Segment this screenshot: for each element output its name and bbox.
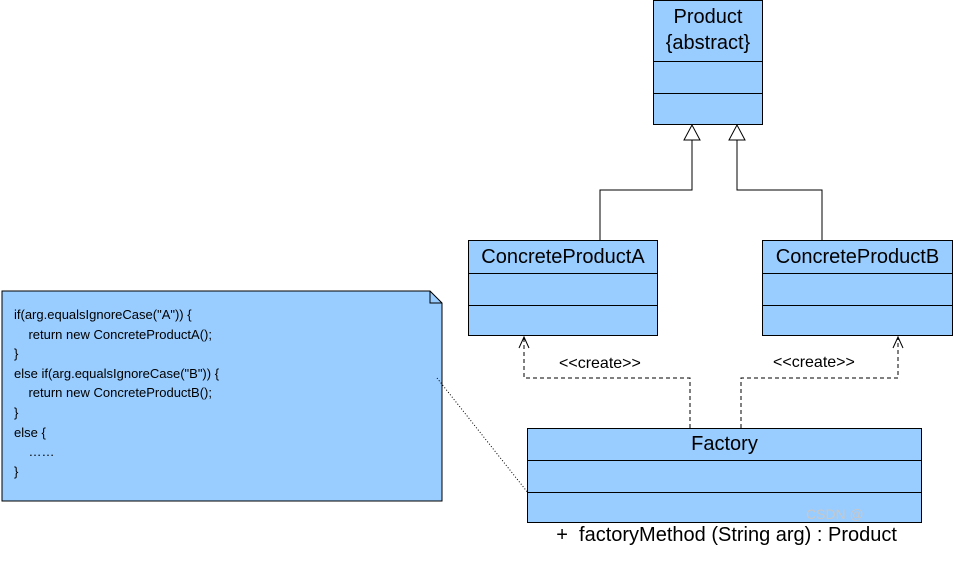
generalization-b-line: [736, 140, 823, 240]
factory-method-operation: + factoryMethod (String arg) : Product: [556, 524, 897, 546]
dependency-b-line: [740, 337, 899, 428]
generalization-a-arrowhead: [683, 123, 701, 141]
product-attributes-compartment: [654, 61, 762, 93]
note-anchor-line: [436, 377, 541, 509]
diagram-canvas: [1, 123, 904, 509]
note-fold: [429, 291, 442, 304]
product-class[interactable]: Product {abstract}: [653, 0, 763, 125]
csdn-watermark: CSDN @: [806, 506, 864, 522]
concrete-product-b-name: ConcreteProductB: [775, 246, 940, 268]
dependency-a-line: [523, 337, 691, 428]
product-stereotype: {abstract}: [665, 32, 751, 54]
concrete-product-a-name: ConcreteProductA: [481, 246, 645, 268]
concrete-product-b-operations-compartment: [763, 305, 952, 335]
concrete-product-b-attributes-compartment: [763, 273, 952, 305]
dependency-b-arrowhead: [892, 335, 904, 349]
concrete-product-b-class[interactable]: ConcreteProductB: [762, 240, 953, 336]
factory-class-name: Factory: [691, 433, 758, 455]
product-class-name: Product: [673, 6, 743, 28]
create-label-b: <<create>>: [773, 354, 855, 371]
factory-attributes-compartment: [528, 460, 921, 492]
create-label-a: <<create>>: [559, 355, 641, 372]
generalization-a-line: [599, 140, 693, 240]
concrete-product-a-class[interactable]: ConcreteProductA: [468, 240, 658, 336]
generalization-b-arrowhead: [728, 123, 746, 141]
product-name-compartment: Product {abstract}: [654, 1, 762, 61]
note-shape: [1, 290, 443, 502]
dependency-a-arrowhead: [518, 335, 530, 349]
concrete-product-a-attributes-compartment: [469, 273, 657, 305]
concrete-product-a-operations-compartment: [469, 305, 657, 335]
product-operations-compartment: [654, 93, 762, 124]
